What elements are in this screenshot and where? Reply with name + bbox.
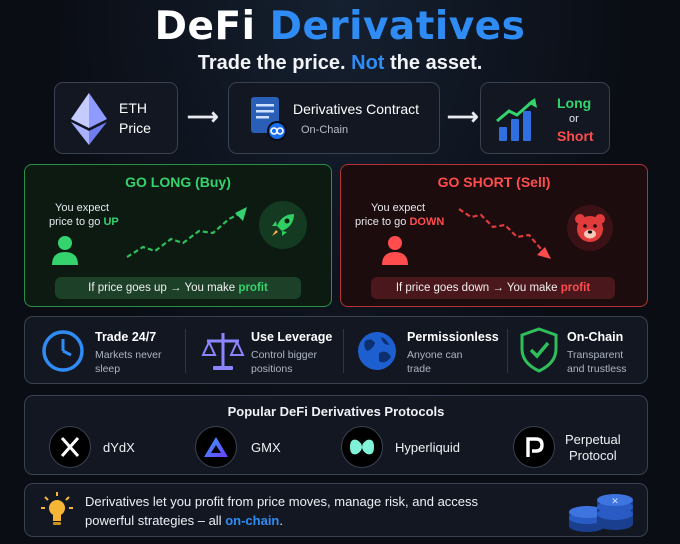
svg-text:✕: ✕ [611, 497, 619, 507]
long-expect-text: You expect price to go UP [49, 201, 119, 229]
feature-sub-permissionless-line2: trade [407, 363, 431, 375]
feature-title-permissionless: Permissionless [407, 330, 499, 344]
footer-text: Derivatives let you profit from price mo… [85, 492, 478, 530]
feature-sub-24-7: Markets never sleep [95, 348, 162, 376]
footer-line1: Derivatives let you profit from price mo… [85, 494, 479, 509]
long-expect-line2: price to go [49, 216, 101, 228]
right-arrow-icon: ⟶ [187, 104, 219, 129]
price-label: Price [119, 120, 151, 136]
clock-icon [42, 330, 84, 372]
user-green-icon [52, 236, 78, 265]
long-profit-word: profit [238, 282, 268, 294]
long-result-text: If price goes up → You make [88, 282, 236, 294]
go-long-heading: GO LONG (Buy) [125, 174, 231, 190]
go-short-heading: GO SHORT (Sell) [437, 174, 551, 190]
title-derivatives: Derivatives [269, 4, 526, 49]
gmx-logo-icon[interactable] [195, 426, 237, 468]
short-profit-word: profit [560, 282, 591, 294]
short-expect-line1: You expect [371, 202, 426, 214]
long-or-short-box: Long or Short [480, 82, 610, 154]
footer-end: . [279, 513, 283, 528]
lightbulb-icon [41, 492, 73, 525]
rocket-icon [259, 201, 307, 249]
protocols-box: Popular DeFi Derivatives Protocols dYdX … [24, 395, 648, 475]
footer-highlight: on-chain [225, 513, 280, 528]
protocol-name-perpetual-line1: Perpetual [565, 432, 621, 447]
protocol-name-hyperliquid[interactable]: Hyperliquid [395, 440, 461, 455]
subtitle-part1: Trade the price. [197, 52, 346, 74]
title-defi: DeFi [154, 4, 256, 49]
eth-price-box: ETH Price [54, 82, 178, 154]
go-long-panel: GO LONG (Buy) You expect price to go UP … [24, 164, 332, 307]
ethereum-icon [71, 93, 107, 145]
feature-sub-leverage-line2: positions [251, 363, 293, 375]
long-result-pill: If price goes up → You make profit [55, 277, 301, 299]
dydx-logo-icon[interactable] [49, 426, 91, 468]
bear-icon [567, 205, 613, 251]
page-subtitle: Trade the price. Not the asset. [0, 52, 680, 75]
feature-sub-leverage-line1: Control bigger [251, 349, 317, 361]
divider-2 [343, 329, 344, 373]
perpetual-logo-icon[interactable] [513, 426, 555, 468]
feature-title-on-chain: On-Chain [567, 330, 624, 344]
feature-sub-leverage: Control bigger positions [251, 348, 317, 376]
feature-title-leverage: Use Leverage [251, 330, 333, 344]
footer-box: Derivatives let you profit from price mo… [24, 483, 648, 537]
feature-sub-on-chain-line1: Transparent [567, 349, 624, 361]
uptrend-arrow-icon [126, 207, 247, 258]
footer-line2: powerful strategies – all [85, 513, 222, 528]
feature-sub-permissionless-line1: Anyone can [407, 349, 463, 361]
contract-title: Derivatives Contract [293, 101, 420, 117]
protocols-heading: Popular DeFi Derivatives Protocols [227, 404, 445, 419]
short-result-pill: If price goes down → You make profit [371, 277, 615, 299]
protocol-name-perpetual-line2: Protocol [568, 448, 617, 463]
feature-sub-on-chain-line2: and trustless [567, 363, 627, 375]
feature-sub-24-7-line2: sleep [95, 363, 121, 375]
eth-label: ETH [119, 100, 147, 116]
features-strip: Trade 24/7 Markets never sleep Use Lever… [24, 316, 648, 384]
subtitle-not: Not [351, 52, 385, 74]
protocol-name-dydx[interactable]: dYdX [103, 440, 135, 455]
short-direction: DOWN [409, 216, 445, 228]
bar-chart-up-icon [496, 98, 537, 141]
feature-sub-24-7-line1: Markets never [95, 349, 162, 361]
protocol-name-perpetual[interactable]: Perpetual Protocol [565, 432, 621, 464]
divider [185, 329, 186, 373]
downtrend-arrow-icon [458, 208, 551, 259]
feature-sub-permissionless: Anyone can trade [407, 348, 462, 376]
or-label: or [569, 113, 579, 125]
feature-sub-on-chain: Transparent and trustless [567, 348, 627, 376]
contract-subtitle: On-Chain [301, 124, 349, 136]
user-red-icon [382, 236, 408, 265]
short-result-text: If price goes down → You make [395, 282, 558, 294]
right-arrow-icon-2: ⟶ [447, 104, 479, 129]
crypto-coins-icon: ✕ [569, 494, 633, 532]
short-label: Short [557, 128, 594, 144]
short-expect-line2: price to go [355, 216, 407, 228]
shield-check-icon [520, 327, 558, 373]
long-direction: UP [103, 216, 119, 228]
protocol-name-gmx[interactable]: GMX [251, 440, 281, 455]
divider-3 [507, 329, 508, 373]
derivatives-contract-box: Derivatives Contract On-Chain [228, 82, 440, 154]
page-title: DeFi Derivatives [0, 2, 680, 52]
long-expect-line1: You expect [55, 202, 110, 214]
globe-icon [358, 332, 396, 370]
subtitle-part2: the asset. [390, 52, 483, 74]
short-expect-text: You expect price to go DOWN [355, 201, 444, 229]
hyperliquid-logo-icon[interactable] [341, 426, 383, 468]
feature-title-24-7: Trade 24/7 [95, 330, 157, 344]
document-icon [251, 97, 287, 141]
scale-icon [201, 333, 245, 370]
long-label: Long [557, 95, 592, 111]
go-short-panel: GO SHORT (Sell) You expect price to go D… [340, 164, 648, 307]
